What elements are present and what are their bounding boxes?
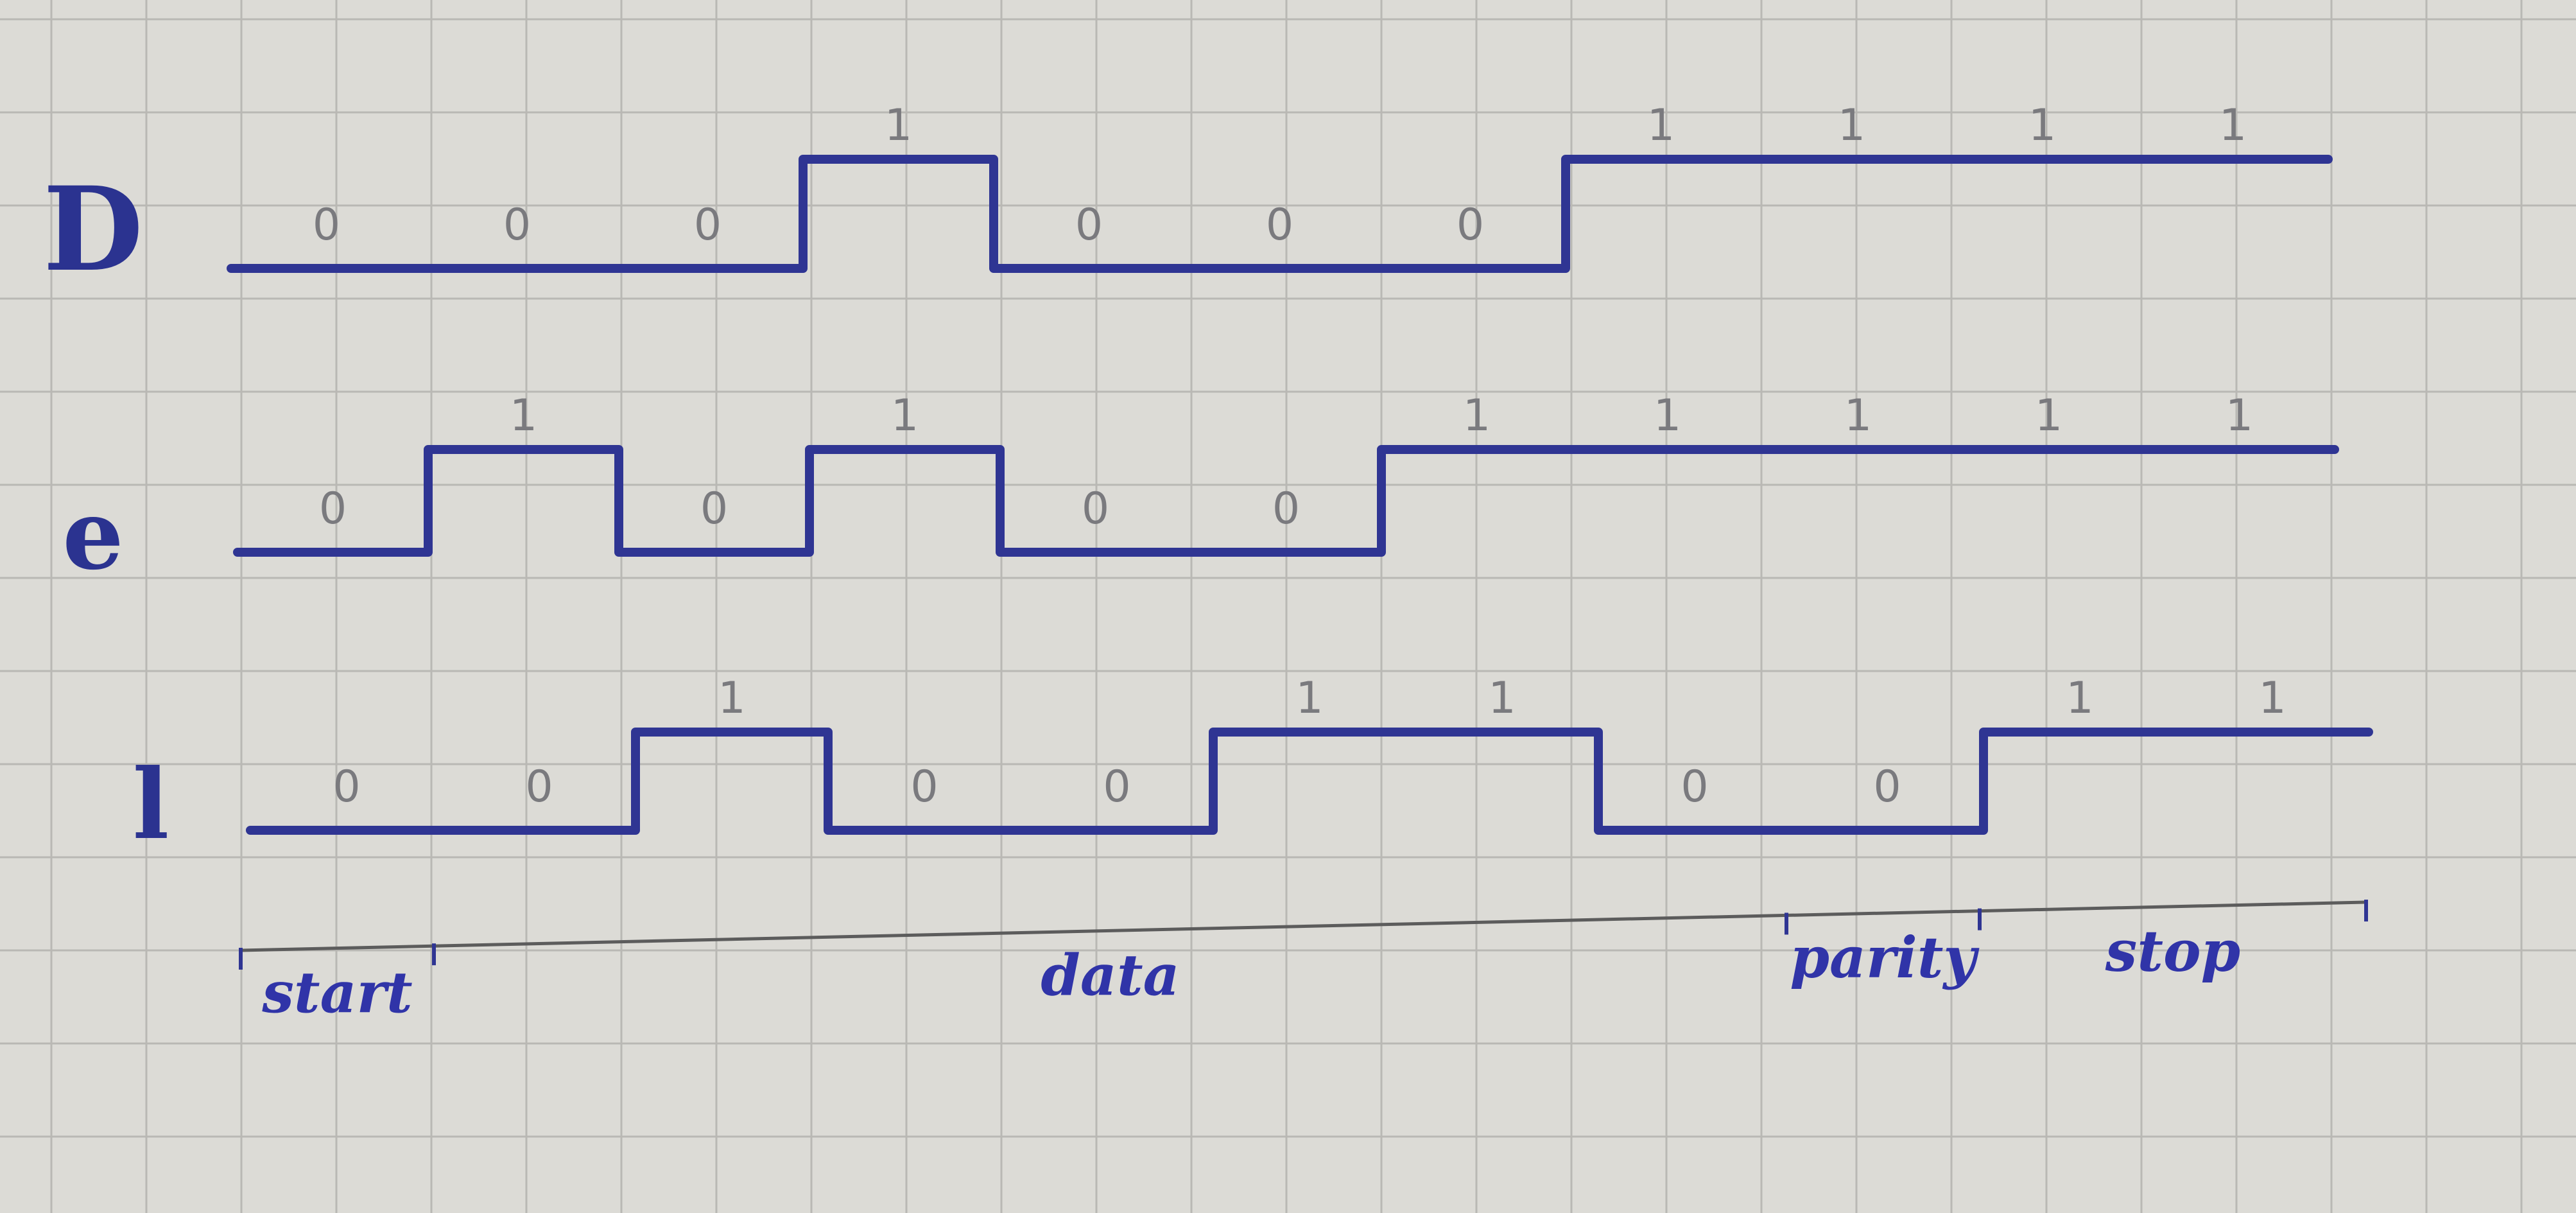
bit-label: 1 (891, 390, 919, 441)
signal-label-d: D (43, 162, 143, 297)
bit-label: 0 (525, 762, 553, 812)
bit-label: 1 (1654, 390, 1681, 441)
section-label-stop: stop (2105, 918, 2240, 984)
section-label-start: start (261, 959, 412, 1026)
bit-label: 0 (319, 484, 347, 534)
bit-label: 1 (1295, 673, 1323, 724)
bit-label: 0 (1457, 200, 1484, 250)
bit-label: 1 (2028, 100, 2056, 151)
bit-label: 1 (1844, 390, 1872, 441)
bit-label: 0 (503, 200, 531, 250)
bit-label: 0 (313, 200, 340, 250)
bit-label: 1 (2066, 673, 2093, 724)
signal-d: D 0 0 0 1 0 0 0 1 1 1 1 (43, 100, 2333, 297)
bit-label: 1 (2226, 390, 2253, 441)
bit-label: 1 (885, 100, 912, 151)
bit-label: 1 (510, 390, 537, 441)
bit-label: 0 (1266, 200, 1293, 250)
waveform-e (233, 445, 2339, 557)
frame-baseline (240, 900, 2367, 952)
waveform-d (227, 155, 2333, 273)
bit-label: 0 (1873, 762, 1901, 812)
bit-label: 0 (1103, 762, 1130, 812)
bit-label: 1 (1488, 673, 1516, 724)
bit-label: 1 (2219, 100, 2247, 151)
signal-label-l: l (133, 748, 169, 861)
frame-sections: start data parity stop (239, 900, 2368, 1026)
bit-label: 1 (718, 673, 745, 724)
signal-label-e: e (62, 478, 123, 591)
bit-label: 0 (1082, 484, 1109, 534)
bit-label: 1 (1463, 390, 1491, 441)
section-label-parity: parity (1790, 924, 1980, 991)
waveform-l (246, 728, 2373, 835)
bit-label: 0 (333, 762, 360, 812)
bit-label: 1 (1838, 100, 1865, 151)
section-label-data: data (1041, 941, 1179, 1008)
bit-label: 0 (1272, 484, 1300, 534)
signal-e: e 0 1 0 1 0 0 1 1 1 1 1 (62, 390, 2339, 591)
bit-label: 0 (910, 762, 938, 812)
bit-label: 0 (694, 200, 722, 250)
bit-label: 0 (1075, 200, 1103, 250)
signal-l: l 0 0 1 0 0 1 1 0 0 1 1 (133, 673, 2373, 861)
bit-label: 1 (2035, 390, 2062, 441)
bit-label: 1 (1647, 100, 1675, 151)
bit-label: 0 (700, 484, 728, 534)
bit-label: 0 (1681, 762, 1708, 812)
timing-diagram: D 0 0 0 1 0 0 0 1 1 1 1 e 0 1 0 1 0 0 1 1 1 1 1 l 0 0 1 0 0 1 1 0 0 1 1 (43, 100, 2373, 861)
bit-label: 1 (2258, 673, 2286, 724)
